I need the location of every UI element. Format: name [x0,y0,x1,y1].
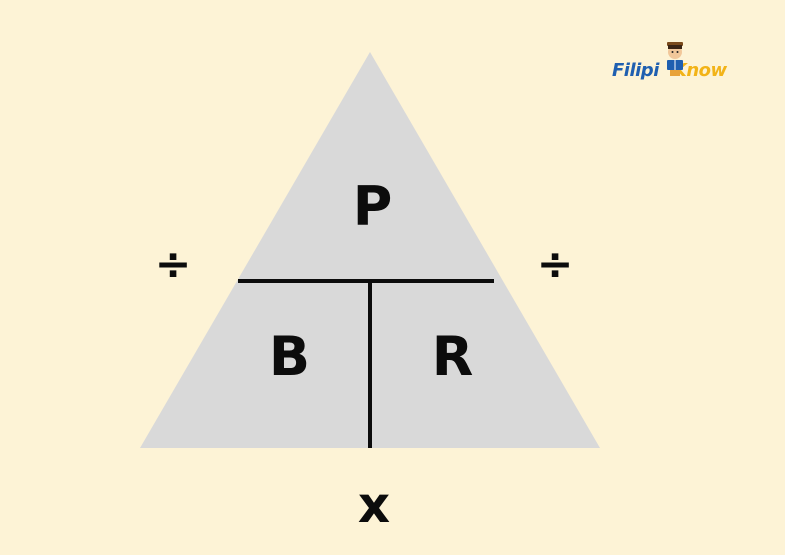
multiply-operator: x [357,476,391,534]
rate-label: R [431,325,474,388]
filipiknow-logo: Filipi Know [612,40,742,88]
logo-wordmark: Filipi Know [612,60,727,81]
logo-text-know: Know [672,60,727,81]
divide-operator-left: ÷ [154,239,192,290]
base-label: B [268,325,311,388]
divide-operator-right: ÷ [536,239,574,290]
boy-reading-book-icon [667,42,683,76]
logo-text-filipi: Filipi [612,60,659,81]
percentage-label: P [352,175,393,238]
formula-triangle [140,52,600,448]
